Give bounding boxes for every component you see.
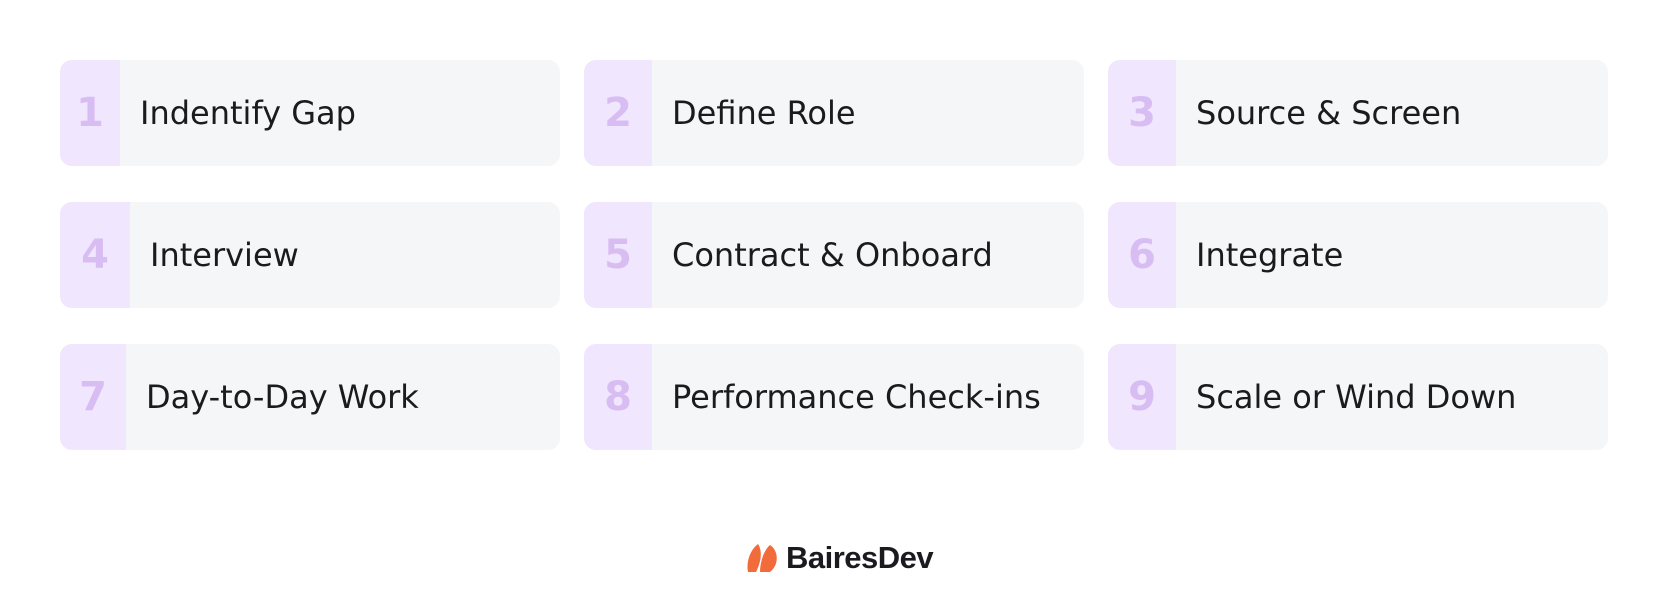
brand-logo: BairesDev [744,540,934,576]
step-number: 2 [584,60,652,166]
step-card-5: 5 Contract & Onboard [584,202,1084,308]
brand-name: BairesDev [786,540,934,575]
step-card-2: 2 Define Role [584,60,1084,166]
step-label: Performance Check-ins [672,378,1041,416]
step-card-8: 8 Performance Check-ins [584,344,1084,450]
step-number: 9 [1108,344,1176,450]
step-card-7: 7 Day-to-Day Work [60,344,560,450]
step-label: Define Role [672,94,856,132]
step-number: 8 [584,344,652,450]
steps-grid: 1 Indentify Gap 2 Define Role 3 Source &… [60,60,1608,450]
step-label: Scale or Wind Down [1196,378,1517,416]
step-label: Day-to-Day Work [146,378,419,416]
step-label: Contract & Onboard [672,236,993,274]
bairesdev-logo-icon [747,544,777,572]
step-card-3: 3 Source & Screen [1108,60,1608,166]
step-card-9: 9 Scale or Wind Down [1108,344,1608,450]
step-label: Indentify Gap [140,94,356,132]
step-number: 1 [60,60,120,166]
step-card-1: 1 Indentify Gap [60,60,560,166]
step-label: Integrate [1196,236,1344,274]
step-card-4: 4 Interview [60,202,560,308]
step-number: 4 [60,202,130,308]
step-label: Interview [150,236,299,274]
step-number: 3 [1108,60,1176,166]
step-number: 6 [1108,202,1176,308]
step-label: Source & Screen [1196,94,1462,132]
step-number: 5 [584,202,652,308]
step-card-6: 6 Integrate [1108,202,1608,308]
step-number: 7 [60,344,126,450]
